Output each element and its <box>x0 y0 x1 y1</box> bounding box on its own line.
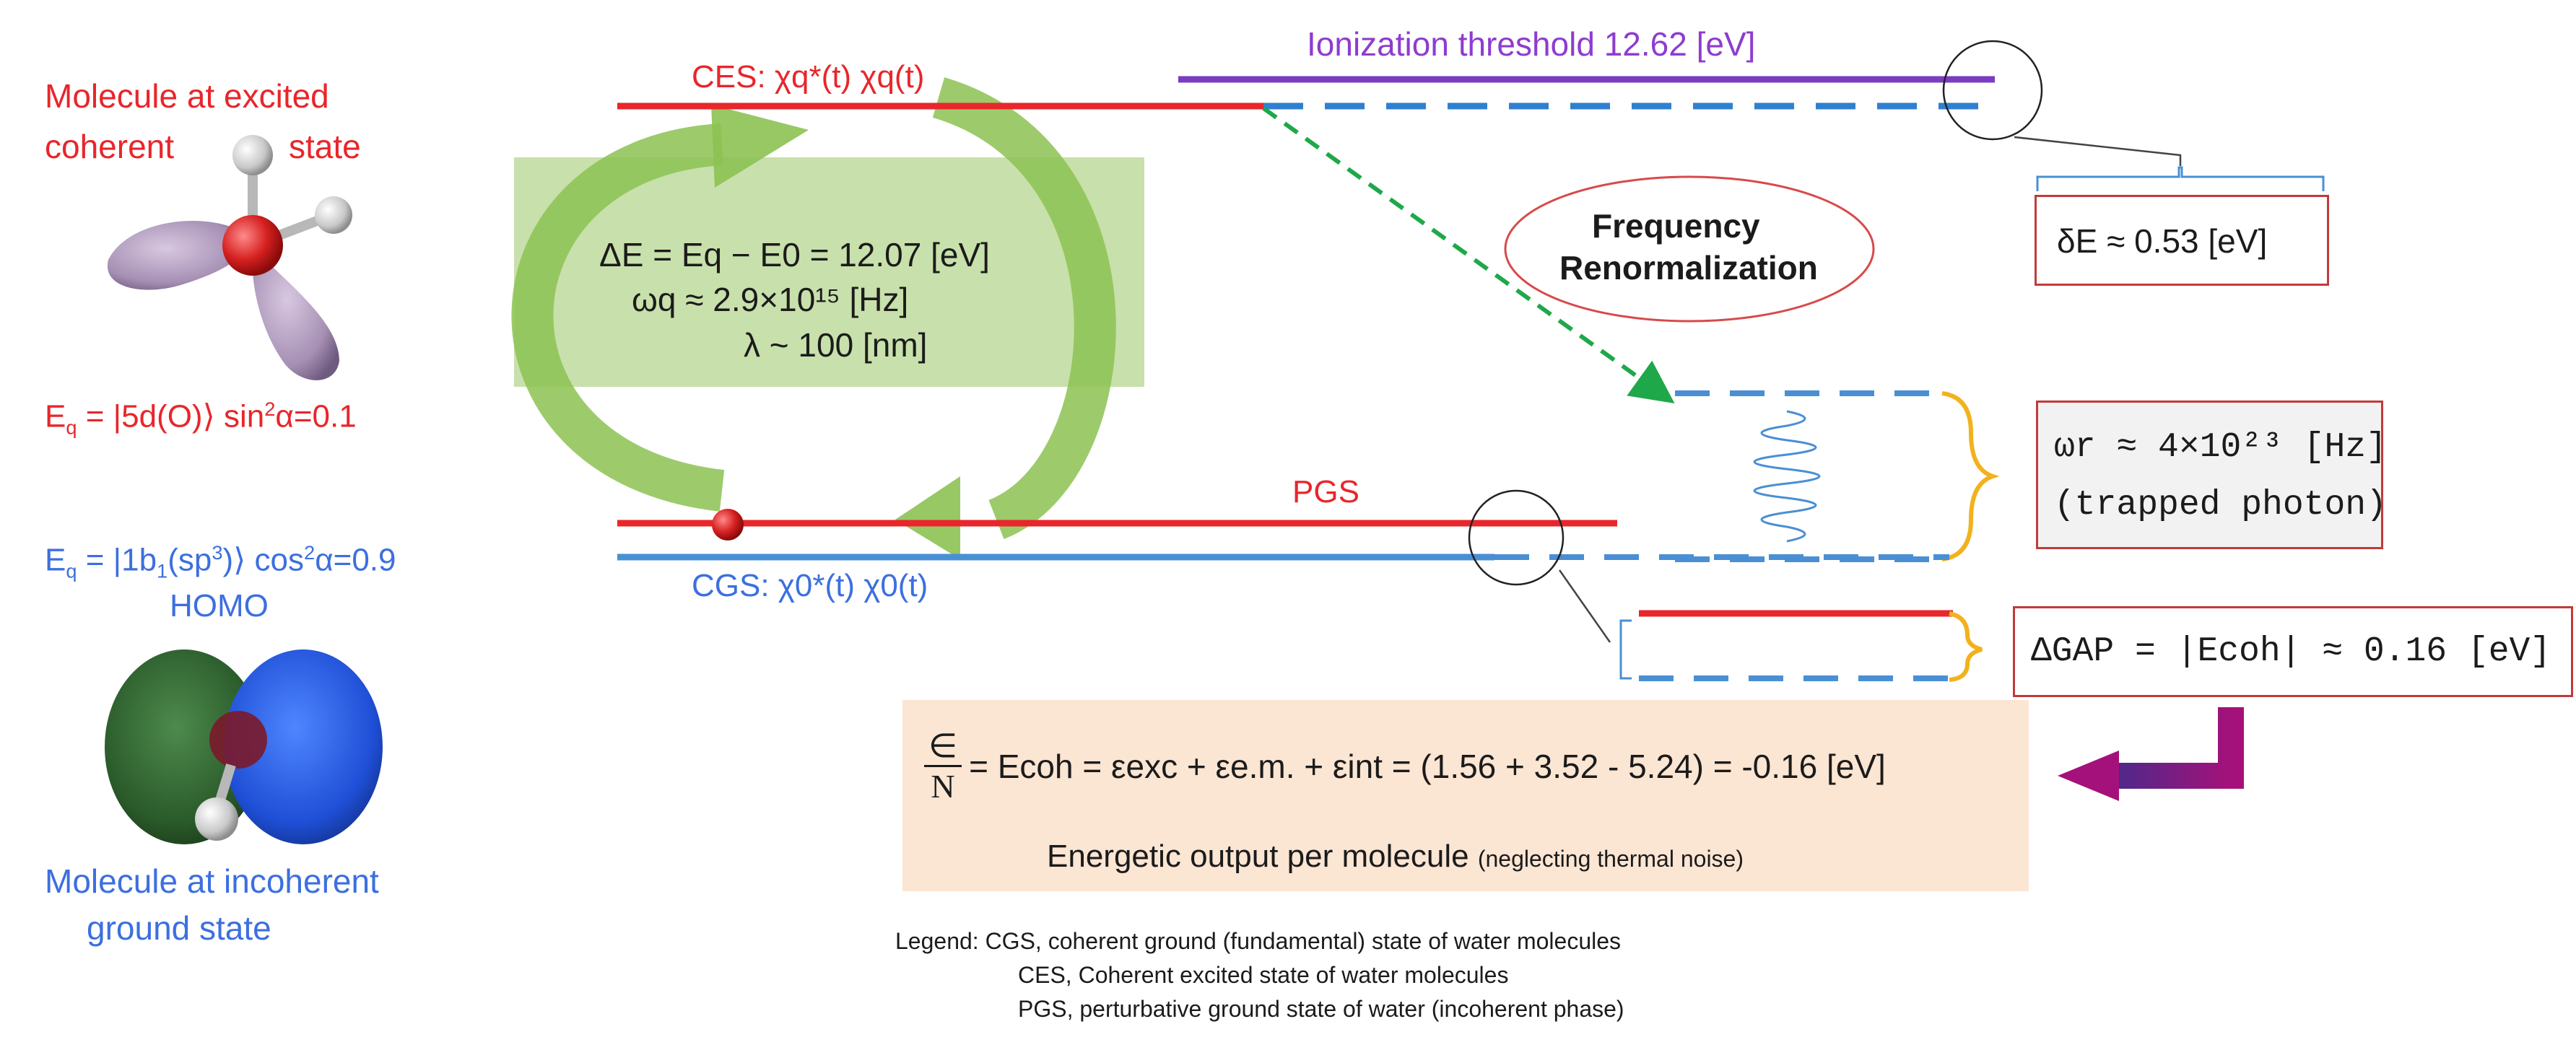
excited-molecule-icon <box>107 135 352 380</box>
excited-eq: Eq = |5d(O)⟩ sin2α=0.1 <box>45 398 357 439</box>
gap-text: ΔGAP = |Ecoh| ≈ 0.16 [eV] <box>2031 632 2551 671</box>
gap-box: ΔGAP = |Ecoh| ≈ 0.16 [eV] <box>2013 606 2573 697</box>
gap-zoom-circle <box>1468 489 1565 586</box>
excited-title-line2a: coherent <box>45 128 175 165</box>
formula-fraction: ∈N <box>924 729 962 803</box>
ground-title-line2: ground state <box>87 909 271 947</box>
pgs-label: PGS <box>1292 474 1359 509</box>
renormalization-arrow <box>1262 106 1675 403</box>
ionization-zoom-circle <box>1942 40 2043 141</box>
ground-title-line1: Molecule at incoherent <box>45 862 379 900</box>
omega-box: ωr ≈ 4×10²³ [Hz] (trapped photon) <box>2036 401 2387 549</box>
delta-e-box: δE ≈ 0.53 [eV] <box>2035 195 2329 286</box>
formula-line: ∈N = Ecoh = εexc + εe.m. + εint = (1.56 … <box>924 729 1886 803</box>
formula-caption: Energetic output per molecule (neglectin… <box>1047 839 1744 874</box>
ionization-label: Ionization threshold 12.62 [eV] <box>1307 25 1756 63</box>
energy-line2: ωq ≈ 2.9×10¹⁵ [Hz] <box>632 281 909 318</box>
homo-label: HOMO <box>170 588 269 624</box>
excitation-cycle-arrows <box>511 77 1116 559</box>
omega-line2: (trapped photon) <box>2054 486 2387 525</box>
formula-box: ∈N = Ecoh = εexc + εe.m. + εint = (1.56 … <box>902 700 2029 891</box>
delta-e-text: δE ≈ 0.53 [eV] <box>2057 222 2268 260</box>
energy-line3: λ ~ 100 [nm] <box>744 326 928 364</box>
omega-line1: ωr ≈ 4×10²³ [Hz] <box>2054 428 2387 467</box>
formula-rhs: = Ecoh = εexc + εe.m. + εint = (1.56 + 3… <box>969 747 1886 785</box>
delta-e-bracket <box>2036 166 2325 191</box>
legend-line1: Legend: CGS, coherent ground (fundamenta… <box>895 928 1622 954</box>
legend-line2: CES, Coherent excited state of water mol… <box>1018 962 1509 988</box>
energy-line1: ΔE = Eq − E0 = 12.07 [eV] <box>599 236 990 274</box>
renorm-line1: Frequency <box>1592 207 1760 245</box>
gap-brace <box>1949 611 1983 682</box>
renormalization-ellipse <box>1504 175 1875 323</box>
ces-label: CES: χq*(t) χq(t) <box>692 59 925 95</box>
ground-eq: Eq = |1b1(sp3)⟩ cos2α=0.9 <box>45 541 396 582</box>
return-arrow-icon <box>2058 707 2244 801</box>
renorm-line2: Renormalization <box>1559 249 1818 286</box>
gap-bracket <box>1619 619 1632 680</box>
cgs-label: CGS: χ0*(t) χ0(t) <box>692 568 928 603</box>
excited-title-line2b: state <box>289 128 361 165</box>
ground-molecule-icon <box>105 649 383 844</box>
excited-title-line1: Molecule at excited <box>45 77 329 115</box>
trapped-photon-region <box>1675 390 2000 562</box>
molecule-ball-icon <box>712 509 744 541</box>
legend-line3: PGS, perturbative ground state of water … <box>1018 996 1624 1022</box>
